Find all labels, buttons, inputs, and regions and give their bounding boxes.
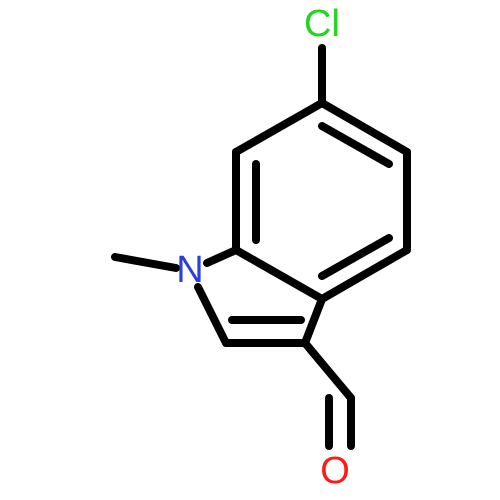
bond-c7a-n1 xyxy=(203,246,240,267)
bond-n1-c2 xyxy=(194,283,230,347)
bond-c3-cho xyxy=(301,339,355,402)
bond-c3a-c7a xyxy=(232,246,326,303)
bond-c4-c3a xyxy=(318,246,411,303)
bond-c3-c3a xyxy=(301,295,326,347)
bond-c6-c5 xyxy=(318,99,411,156)
atom-label-cl: Cl xyxy=(304,3,340,45)
bond-c4-c3a-inner xyxy=(318,234,393,280)
atom-label-o: O xyxy=(320,450,350,492)
atom-label-n: N xyxy=(176,249,203,291)
bond-c7-c6 xyxy=(232,99,326,156)
bond-c6-c5-inner xyxy=(318,122,393,168)
bond-n1-methyl xyxy=(111,253,180,272)
